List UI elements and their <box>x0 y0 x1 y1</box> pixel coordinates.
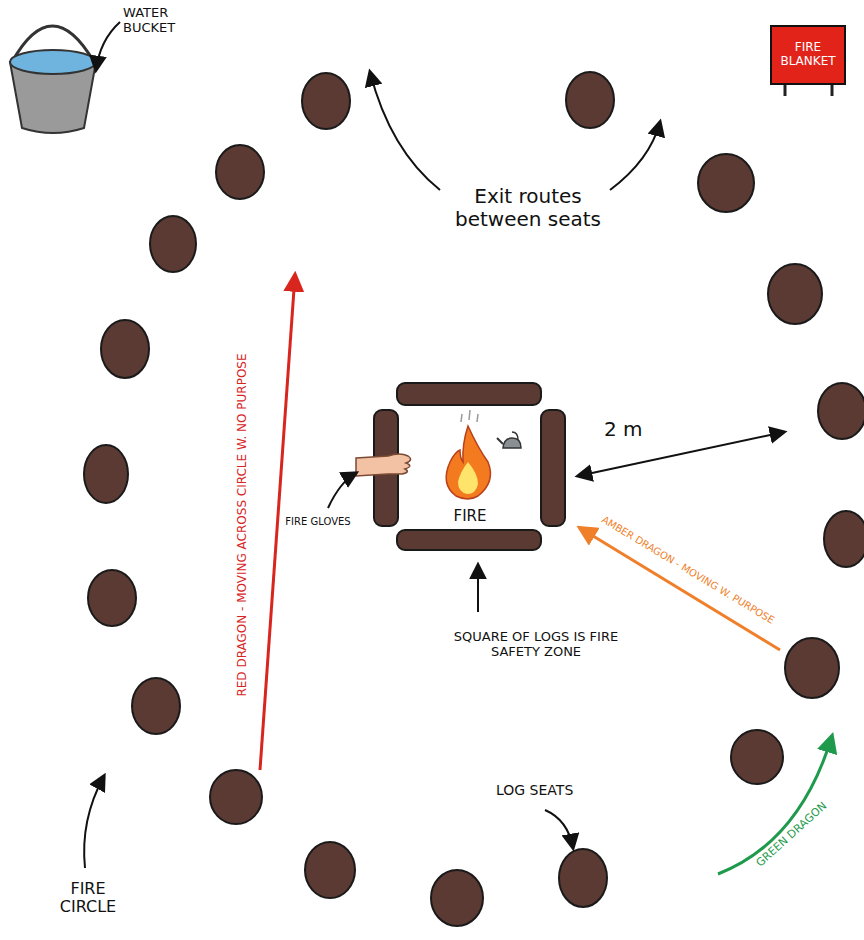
node-text: FIRE BLANKET <box>776 41 840 69</box>
green-dragon-arrow <box>718 736 832 874</box>
log-seats-label: LOG SEATS <box>496 782 573 798</box>
flame <box>446 410 490 499</box>
fire-blanket-sign: FIRE BLANKET <box>770 25 846 85</box>
distance-label: 2 m <box>604 418 643 441</box>
fire-zone: FIRE <box>400 408 540 528</box>
node-text: FIRE <box>454 508 487 525</box>
fire-blanket-stand <box>785 85 832 96</box>
fire-glove <box>356 454 411 476</box>
water-bucket <box>10 26 96 133</box>
log-seats <box>84 72 864 926</box>
leader-lines <box>84 22 784 868</box>
kettle <box>497 432 521 448</box>
fire-safety-zone-label: SQUARE OF LOGS IS FIRE SAFETY ZONE <box>431 630 641 660</box>
red-dragon-label: RED DRAGON - MOVING ACROSS CIRCLE W. NO … <box>236 353 250 696</box>
fire-circle-label: FIRE CIRCLE <box>43 880 133 917</box>
exit-routes-label: Exit routes between seats <box>443 185 613 231</box>
green-dragon-label: GREEN DRAGON <box>754 800 829 870</box>
fire-gloves-label: FIRE GLOVES <box>283 516 353 528</box>
water-bucket-label: WATER BUCKET <box>123 6 213 36</box>
amber-dragon-label: AMBER DRAGON - MOVING W. PURPOSE <box>600 514 777 626</box>
